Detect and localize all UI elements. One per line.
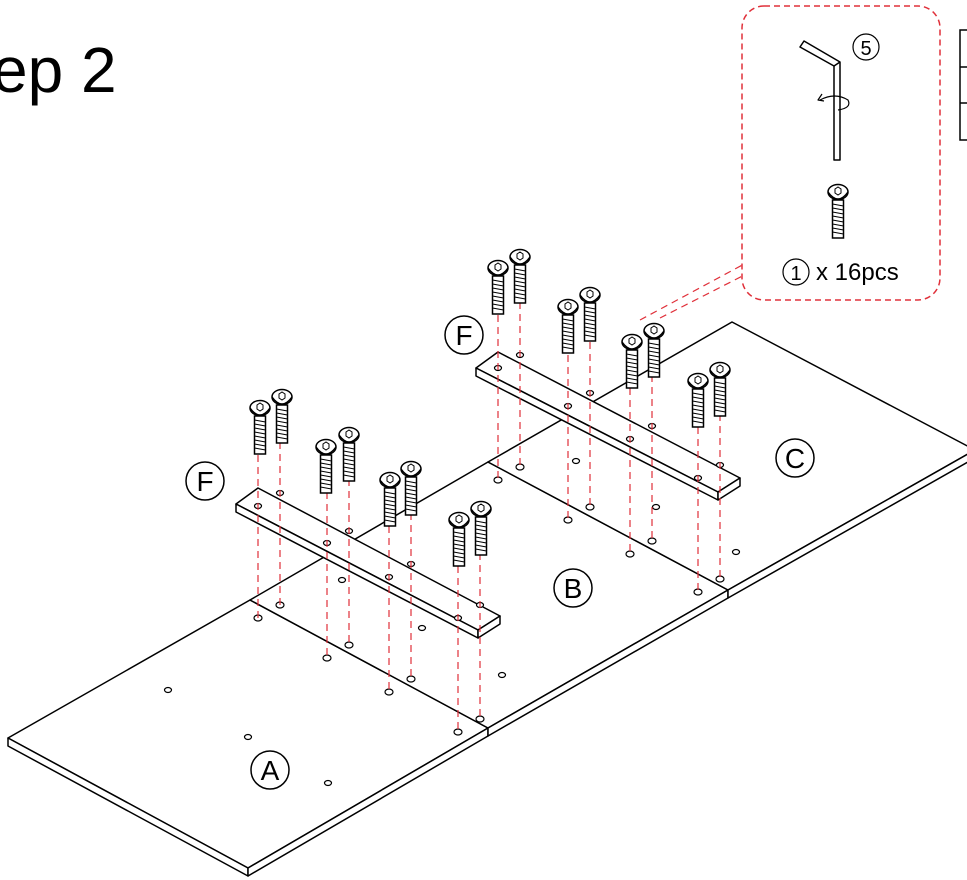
panel-label-c: C: [775, 438, 815, 478]
rail-f-left: [235, 487, 501, 639]
hardware-callout: 5 1 x 16pcs: [741, 5, 941, 301]
rail-label-f-right: F: [444, 315, 484, 355]
guide-lines: [257, 261, 771, 732]
quantity-text: x 16pcs: [816, 259, 899, 286]
svg-text:1: 1: [790, 263, 801, 285]
svg-text:5: 5: [860, 38, 871, 60]
step-title: ep 2: [0, 34, 117, 106]
panel-label-a: A: [250, 750, 290, 790]
panel-label-b: B: [553, 568, 593, 608]
svg-text:C: C: [785, 443, 805, 474]
rail-f-right: [475, 351, 741, 501]
svg-text:F: F: [455, 320, 472, 351]
svg-text:A: A: [261, 755, 280, 786]
svg-text:F: F: [196, 466, 213, 497]
parts-table-partial: [959, 29, 967, 141]
tool-number-badge: 5: [852, 33, 880, 61]
allen-key-icon: [799, 40, 850, 161]
rail-label-f-left: F: [185, 461, 225, 501]
svg-text:B: B: [564, 573, 583, 604]
screw-number-badge: 1: [782, 258, 810, 286]
panel-b: [249, 461, 729, 737]
